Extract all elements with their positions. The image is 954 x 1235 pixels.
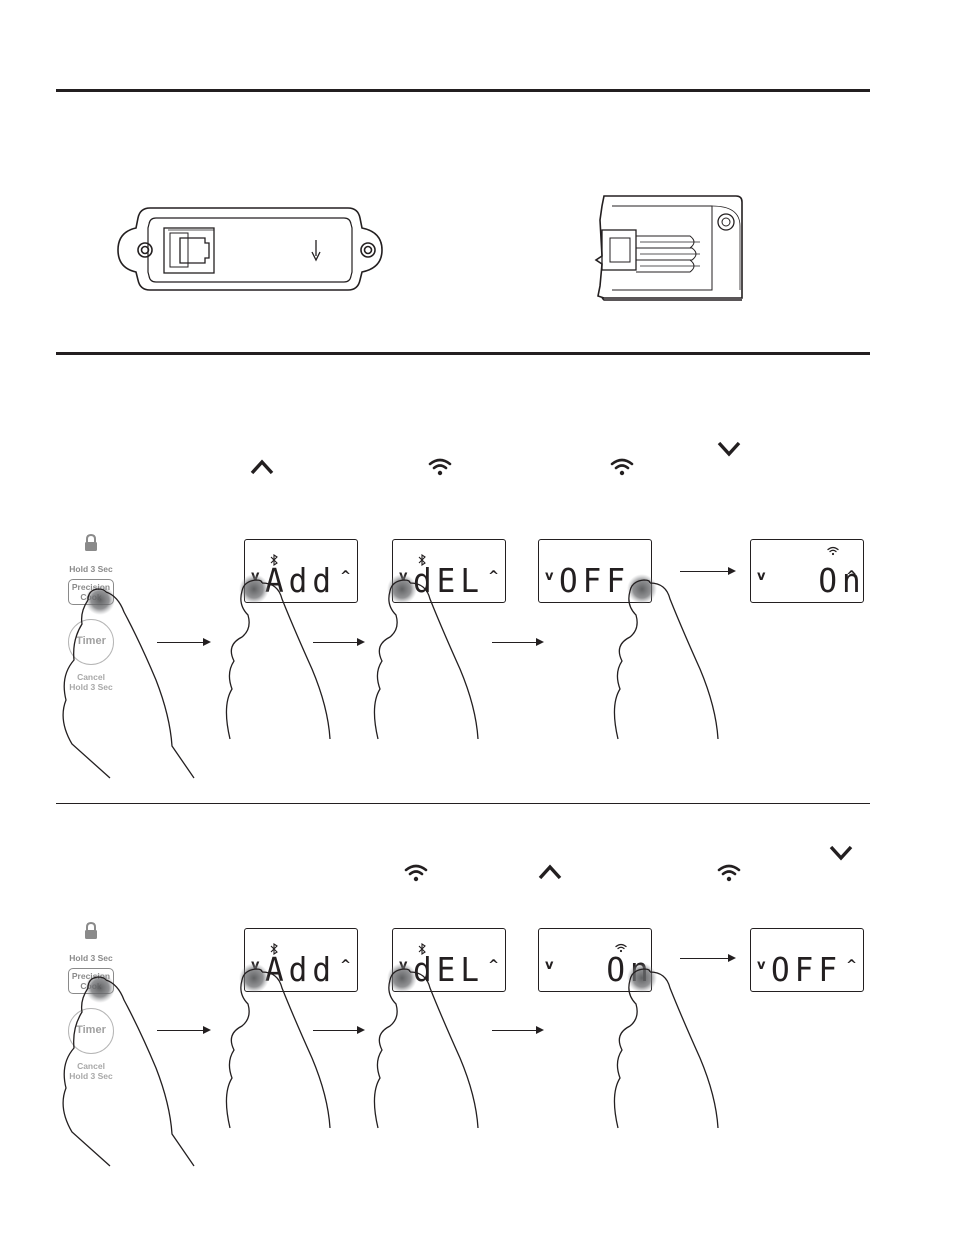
hand-row1-off — [613, 574, 719, 740]
down-arrow-key[interactable]: v — [757, 958, 766, 973]
cancel-label: Cancel Hold 3 Sec — [61, 1061, 121, 1081]
rj-port-plate-illustration — [117, 207, 383, 291]
hand-row1-panel — [62, 585, 195, 779]
wifi-icon — [717, 864, 741, 882]
down-chevron-icon — [829, 845, 853, 861]
hand-row2-on — [613, 963, 719, 1129]
button-label: Precision — [71, 582, 111, 592]
lcd-display-off: v OFF ^ — [750, 928, 864, 992]
up-arrow-key[interactable]: ^ — [846, 569, 857, 584]
cancel-text: Cancel — [77, 672, 105, 682]
lcd-display-del: v dEL ^ — [392, 539, 506, 603]
lcd-display-add: v Add ^ — [244, 539, 358, 603]
flow-arrow — [157, 636, 211, 648]
down-arrow-key[interactable]: v — [545, 569, 554, 584]
hand-row2-add — [225, 963, 331, 1129]
flow-arrow — [313, 636, 365, 648]
top-rule — [56, 89, 870, 92]
display-text: OFF — [771, 951, 842, 990]
flow-arrow — [313, 1024, 365, 1036]
display-text: Add — [265, 562, 336, 601]
bluetooth-icon — [418, 943, 426, 955]
down-arrow-key[interactable]: v — [545, 958, 554, 973]
display-text: dEL — [413, 562, 484, 601]
hold-label: Hold 3 Sec — [69, 564, 113, 574]
up-arrow-key[interactable]: ^ — [340, 569, 351, 584]
hand-row2-del — [373, 963, 479, 1129]
up-arrow-key[interactable]: ^ — [340, 958, 351, 973]
middle-rule — [56, 352, 870, 355]
up-chevron-icon — [538, 864, 562, 880]
lock-icon — [85, 534, 97, 551]
cable-port-illustration — [594, 195, 743, 301]
lock-icon — [85, 922, 97, 939]
cancel-hold-text: Hold 3 Sec — [69, 1071, 113, 1081]
hand-row1-del — [373, 574, 479, 740]
bluetooth-icon — [270, 943, 278, 955]
hold-label: Hold 3 Sec — [69, 953, 113, 963]
display-text: Add — [265, 951, 336, 990]
down-chevron-icon — [717, 441, 741, 457]
port-illustrations — [117, 195, 743, 301]
cancel-text: Cancel — [77, 1061, 105, 1071]
wifi-icon — [404, 864, 428, 882]
flow-arrow — [680, 952, 736, 964]
timer-button[interactable]: Timer — [68, 1008, 114, 1054]
display-text: On — [771, 562, 866, 601]
cancel-hold-text: Hold 3 Sec — [69, 682, 113, 692]
flow-arrow — [157, 1024, 211, 1036]
flow-arrow — [492, 1024, 544, 1036]
up-arrow-key[interactable]: ^ — [488, 569, 499, 584]
up-arrow-key[interactable]: ^ — [846, 958, 857, 973]
flow-arrow — [492, 636, 544, 648]
wifi-icon — [827, 546, 839, 556]
down-arrow-key[interactable]: v — [757, 569, 766, 584]
hand-row2-panel — [62, 973, 195, 1167]
flow-arrow — [680, 565, 736, 577]
cancel-label: Cancel Hold 3 Sec — [61, 672, 121, 692]
wifi-icon — [428, 458, 452, 476]
hand-row1-add — [225, 574, 331, 740]
display-text: OFF — [559, 562, 630, 601]
timer-button[interactable]: Timer — [68, 619, 114, 665]
lcd-display-off: v OFF — [538, 539, 652, 603]
wifi-icon — [610, 458, 634, 476]
display-text: dEL — [413, 951, 484, 990]
up-chevron-icon — [250, 459, 274, 475]
bluetooth-icon — [418, 554, 426, 566]
lcd-display-on: v On ^ — [750, 539, 864, 603]
bluetooth-icon — [270, 554, 278, 566]
up-arrow-key[interactable]: ^ — [488, 958, 499, 973]
wifi-icon — [615, 943, 627, 953]
row-divider — [56, 803, 870, 804]
